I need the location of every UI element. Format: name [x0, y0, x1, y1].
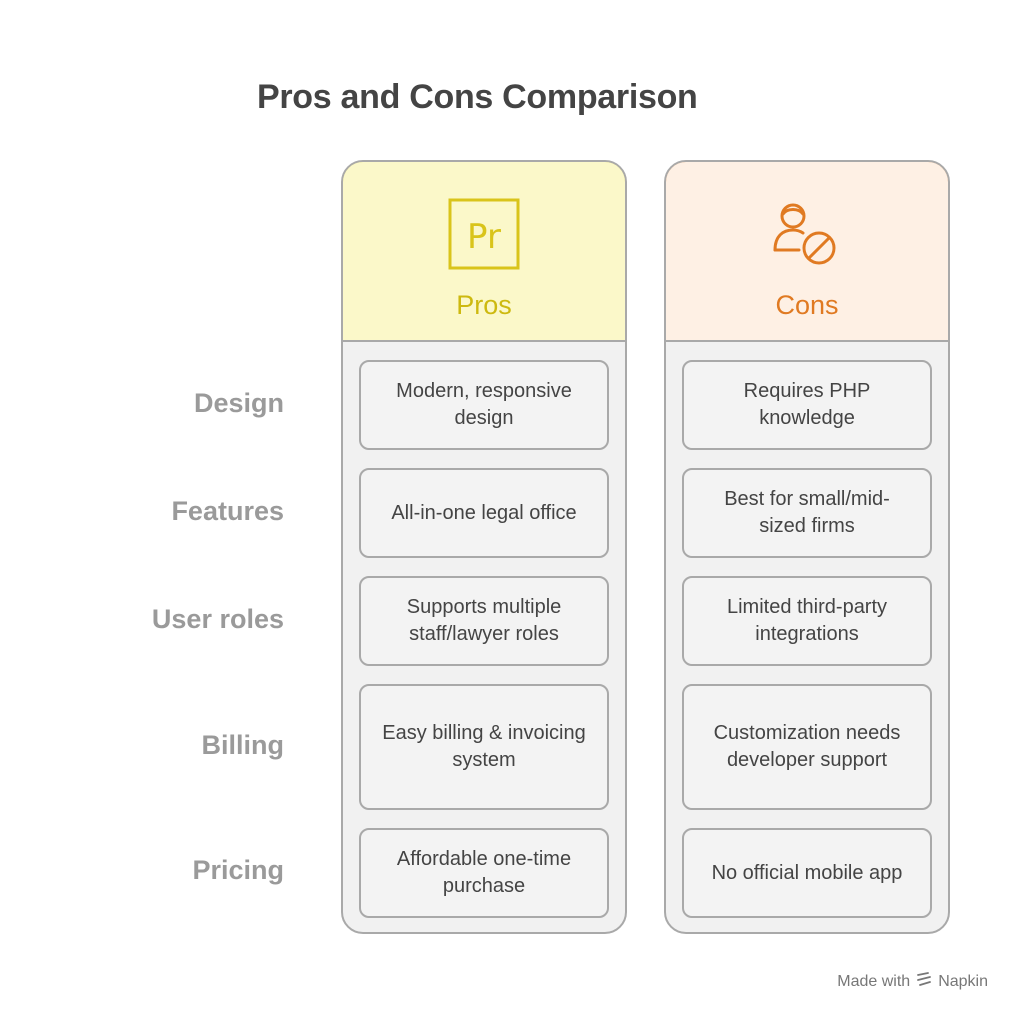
cons-card-features: Best for small/mid-sized firms [682, 468, 932, 558]
row-label-billing: Billing [201, 730, 285, 760]
napkin-brand: Napkin [938, 972, 988, 990]
pros-card-billing: Easy billing & invoicing system [359, 684, 609, 810]
napkin-logo-icon [916, 972, 932, 991]
cons-card-user-roles: Limited third-party integrations [682, 576, 932, 666]
pr-square-icon: Pr [448, 198, 520, 275]
cons-card-design: Requires PHP knowledge [682, 360, 932, 450]
row-label-design: Design [193, 388, 284, 418]
cons-column: Cons Requires PHP knowledge Best for sma… [664, 160, 950, 934]
cons-card-pricing: No official mobile app [682, 828, 932, 918]
pros-label: Pros [456, 290, 512, 320]
row-label-pricing: Pricing [192, 855, 284, 885]
cons-header-outline [666, 162, 948, 342]
pros-card-features: All-in-one legal office [359, 468, 609, 558]
row-label-user-roles: User roles [151, 604, 284, 634]
pros-card-design: Modern, responsive design [359, 360, 609, 450]
cons-label: Cons [775, 290, 839, 320]
pros-card-pricing: Affordable one-time purchase [359, 828, 609, 918]
made-with-napkin[interactable]: Made with Napkin [837, 972, 988, 991]
cons-card-billing: Customization needs developer support [682, 684, 932, 810]
pros-card-user-roles: Supports multiple staff/lawyer roles [359, 576, 609, 666]
pr-icon-text: Pr [467, 217, 501, 257]
cons-header: Cons [666, 162, 948, 342]
made-with-label: Made with [837, 972, 911, 990]
pros-header: Pr Pros [343, 162, 625, 342]
user-blocked-icon [769, 198, 845, 279]
page-title: Pros and Cons Comparison [257, 78, 698, 116]
pros-header-outline [343, 162, 625, 342]
pros-column: Pr Pros Modern, responsive design All-in… [341, 160, 627, 934]
row-label-features: Features [171, 496, 284, 526]
